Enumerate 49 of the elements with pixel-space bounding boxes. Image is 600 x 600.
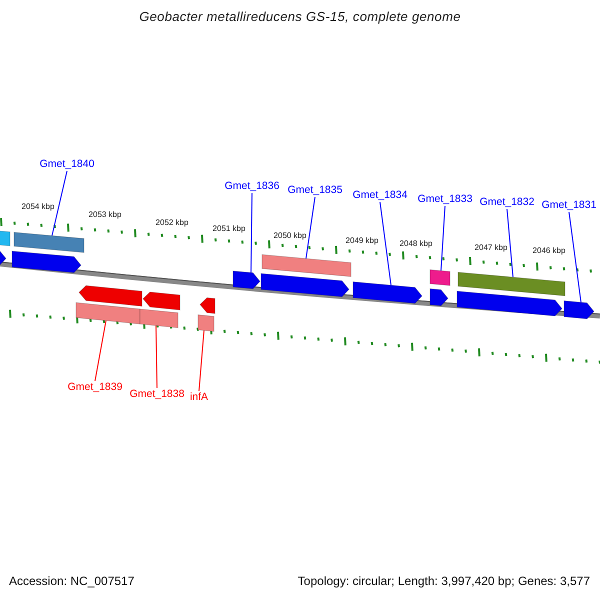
scale-label: 2048 kbp — [400, 239, 432, 249]
gene-feature — [78, 285, 142, 307]
gene-label: Gmet_1833 — [418, 193, 472, 206]
scale-label: 2052 kbp — [156, 218, 188, 228]
gene-bar — [262, 254, 352, 277]
gene-feature — [564, 300, 594, 320]
gene-bar — [14, 232, 84, 253]
gene-feature — [0, 249, 6, 266]
scale-label: 2050 kbp — [274, 231, 306, 241]
gene-feature — [142, 292, 180, 310]
footer-text: Accession: NC_007517 — [9, 574, 134, 588]
gene-label: Gmet_1840 — [40, 158, 94, 171]
gene-label: Gmet_1834 — [352, 189, 408, 202]
diagram-title: Geobacter metallireducens GS-15, complete genome — [138, 9, 462, 24]
gene-bar — [198, 314, 214, 332]
gene-label: infA — [190, 391, 208, 404]
gene-label: Gmet_1835 — [288, 184, 342, 197]
gene-bar — [430, 269, 450, 286]
gene-feature — [200, 297, 216, 314]
leader-line — [380, 202, 392, 286]
leader-line — [440, 206, 446, 272]
scale-label: 2047 kbp — [474, 243, 508, 253]
footer-text: Topology: circular; Length: 3,997,420 bp; Genes: 3,577 — [298, 574, 590, 588]
gene-label: Gmet_1831 — [542, 199, 596, 212]
gene-feature — [232, 270, 260, 290]
gene-bar — [76, 302, 140, 324]
gene-feature — [12, 250, 82, 273]
gene-feature — [352, 281, 422, 304]
leader-line — [506, 208, 514, 278]
gene-bar — [458, 272, 566, 296]
scale-label: 2053 kbp — [88, 210, 122, 220]
gene-label: Gmet_1832 — [480, 196, 534, 209]
scale-label: 2046 kbp — [532, 246, 566, 256]
leader-line — [306, 196, 316, 260]
leader-line — [94, 320, 106, 382]
gene-label: Gmet_1838 — [130, 388, 184, 401]
leader-line — [198, 330, 204, 392]
gene-feature — [430, 288, 448, 306]
gene-bar — [0, 230, 10, 246]
leader-line — [156, 325, 158, 388]
leader-line — [568, 212, 582, 303]
gene-bar — [140, 308, 178, 328]
gene-label: Gmet_1839 — [68, 381, 122, 394]
scale-label: 2054 kbp — [22, 202, 54, 212]
scale-label: 2051 kbp — [212, 224, 246, 234]
scale-label: 2049 kbp — [346, 236, 378, 246]
leader-line — [250, 192, 252, 274]
leader-line — [52, 170, 68, 236]
gene-label: Gmet_1836 — [224, 180, 280, 193]
